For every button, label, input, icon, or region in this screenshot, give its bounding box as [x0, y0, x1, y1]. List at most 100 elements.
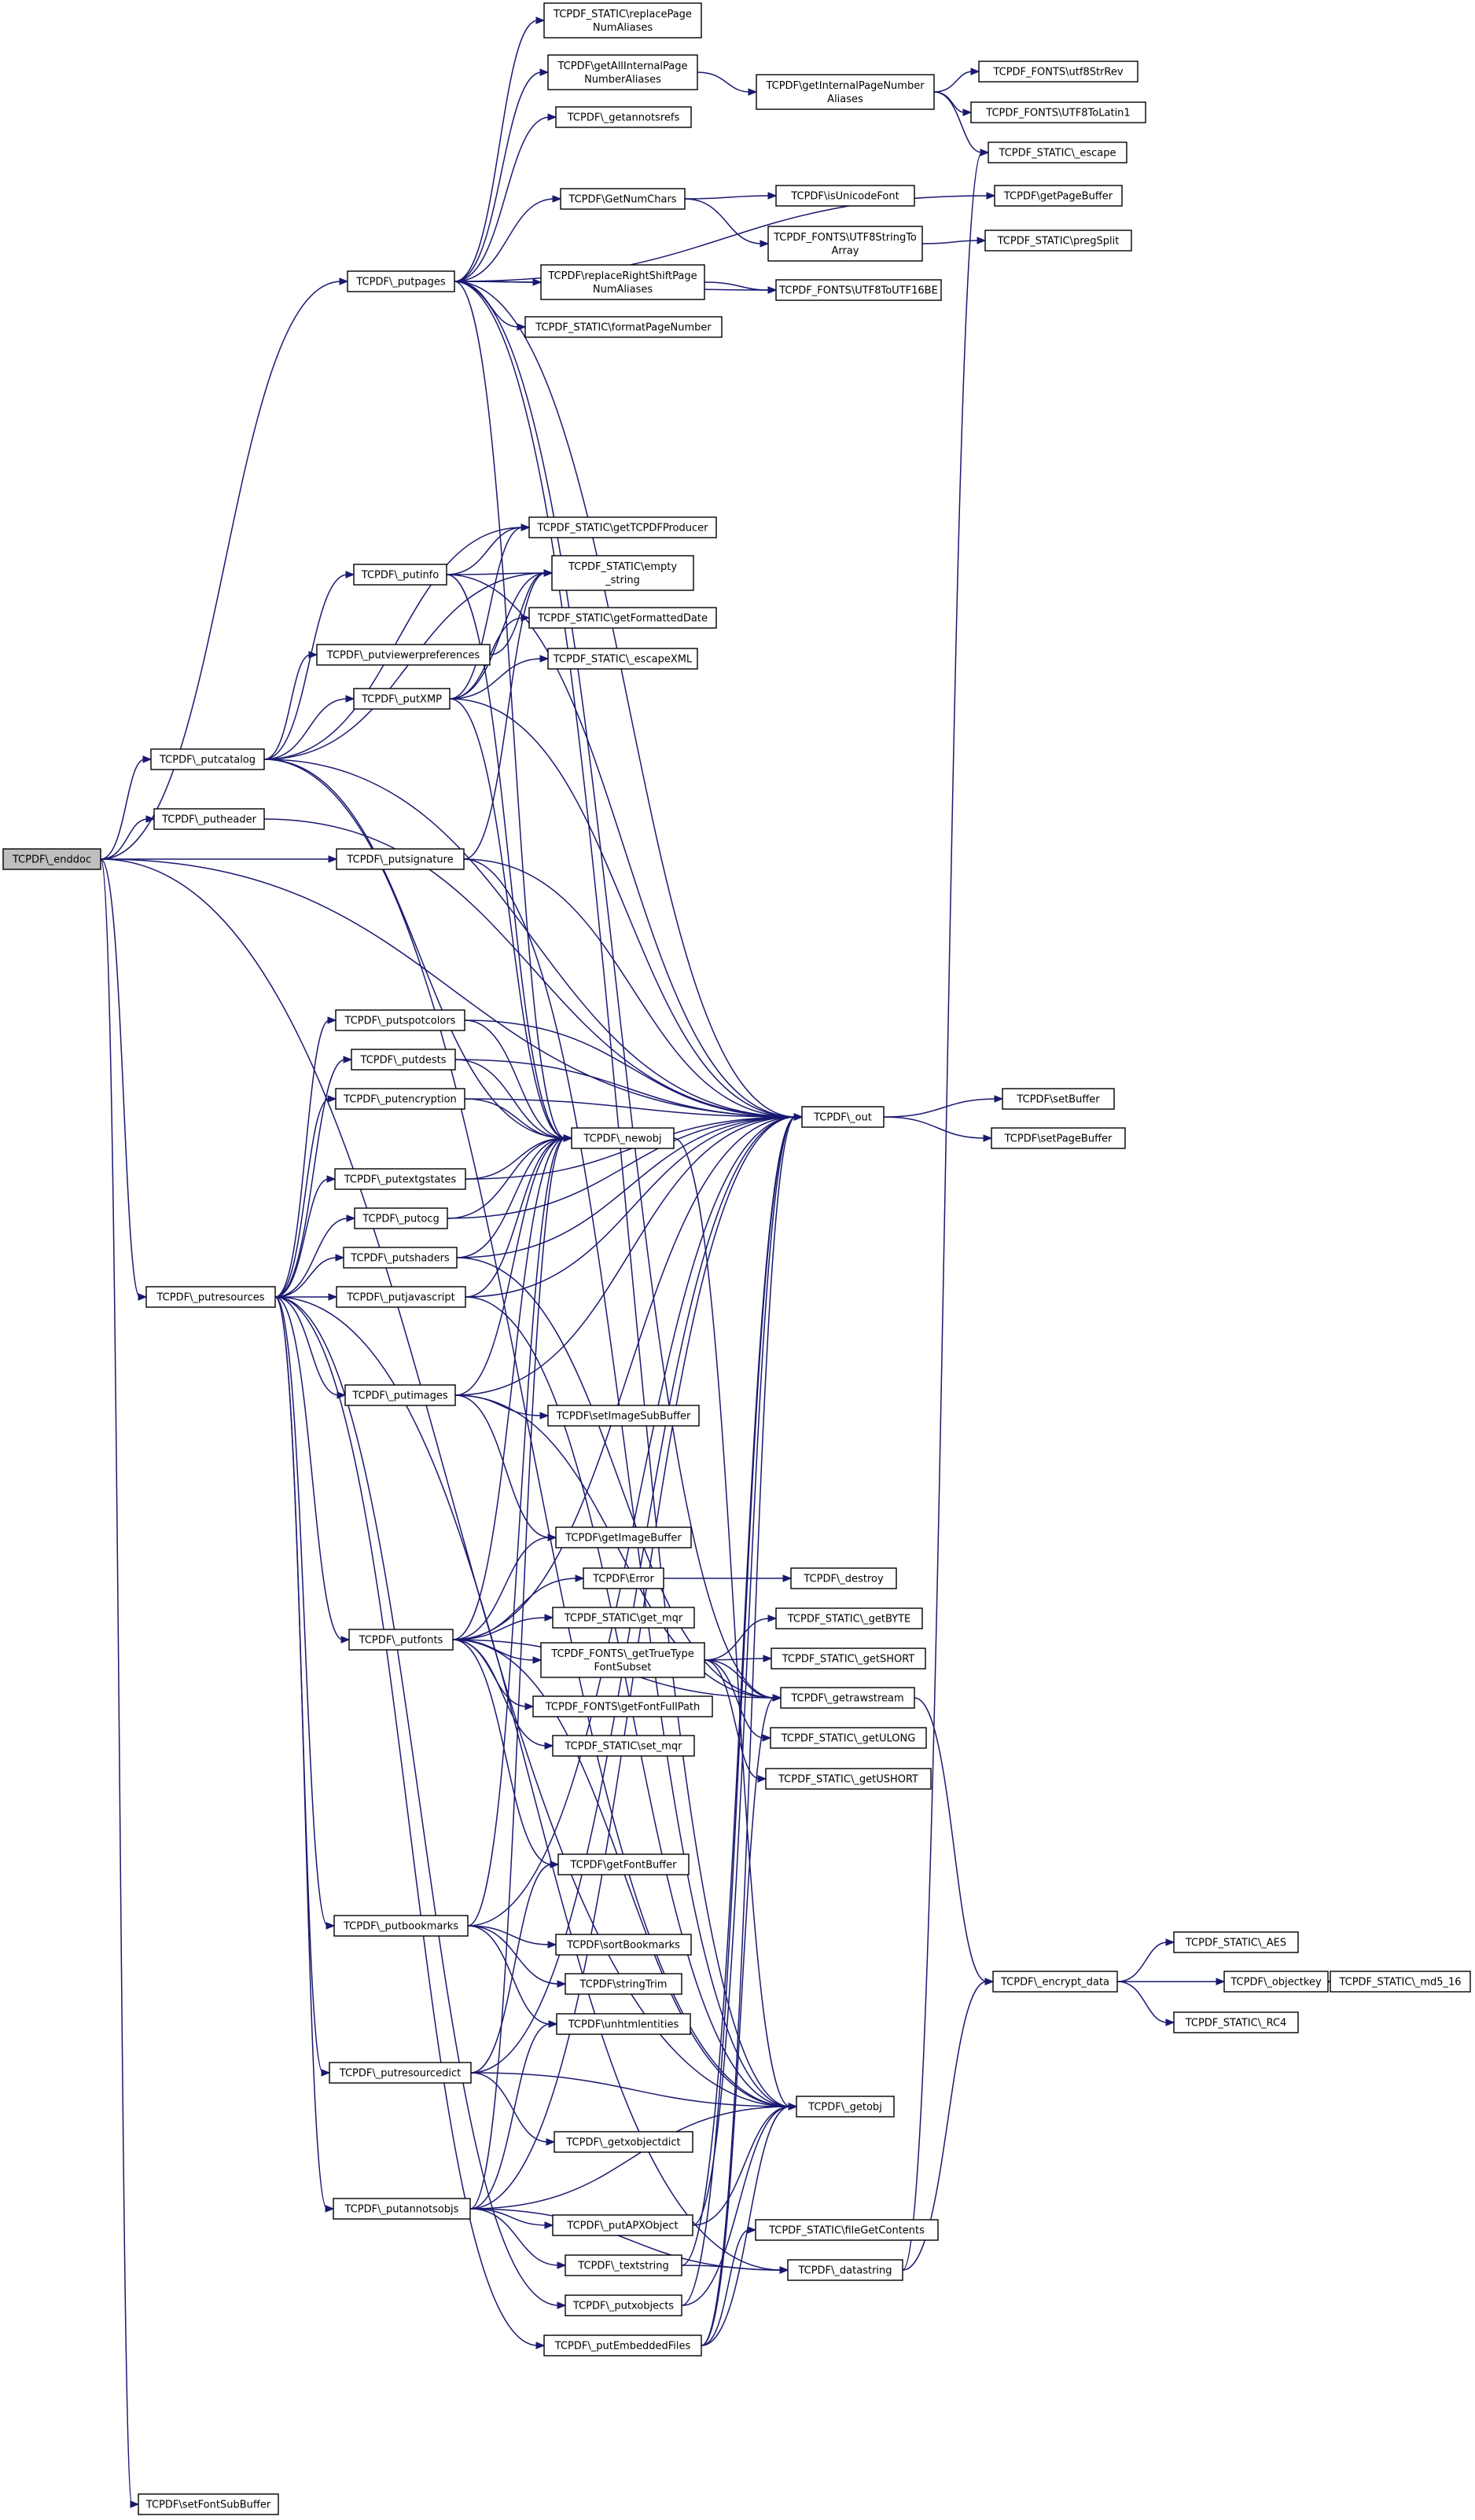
- function-node-putapxobject[interactable]: TCPDF\_putAPXObject: [552, 2214, 693, 2236]
- call-edge: [100, 858, 148, 1301]
- node-label: FontSubset: [594, 1662, 652, 1673]
- function-node-datastring[interactable]: TCPDF\_datastring: [787, 2259, 903, 2281]
- function-node-getfontfullpath[interactable]: TCPDF_FONTS\getFontFullPath: [532, 1695, 713, 1717]
- function-node-unhtmlentities[interactable]: TCPDF\unhtmlentities: [556, 2013, 691, 2035]
- function-node-putspotcolors[interactable]: TCPDF\_putspotcolors: [335, 1009, 465, 1031]
- node-label: TCPDF\_putencryption: [343, 1094, 457, 1106]
- node-label: TCPDF\_putxobjects: [572, 2301, 674, 2312]
- function-node-putresourcedict[interactable]: TCPDF\_putresourcedict: [329, 2062, 472, 2084]
- node-label: TCPDF\_putEmbeddedFiles: [554, 2341, 691, 2353]
- node-label: TCPDF\getAllInternalPage: [557, 61, 687, 72]
- function-node-utf8strrev[interactable]: TCPDF_FONTS\utf8StrRev: [978, 61, 1138, 83]
- node-label: TCPDF\_destroy: [803, 1574, 884, 1585]
- function-node-md5-16[interactable]: TCPDF_STATIC\_md5_16: [1330, 1971, 1471, 1993]
- function-node-putxmp[interactable]: TCPDF\_putXMP: [353, 688, 451, 710]
- function-node-textstring[interactable]: TCPDF\_textstring: [565, 2254, 682, 2276]
- function-node-setimagesubbuffer[interactable]: TCPDF\setImageSubBuffer: [547, 1405, 700, 1427]
- node-label: TCPDF\_enddoc: [12, 854, 91, 866]
- function-node-destroy[interactable]: TCPDF\_destroy: [790, 1567, 897, 1589]
- function-node-stringtrim[interactable]: TCPDF\stringTrim: [565, 1973, 682, 1995]
- function-node-putbookmarks[interactable]: TCPDF\_putbookmarks: [333, 1915, 469, 1937]
- function-node-escape[interactable]: TCPDF_STATIC\_escape: [988, 141, 1127, 163]
- node-label: TCPDF\setImageSubBuffer: [556, 1411, 691, 1423]
- function-node-utf8tolatin1[interactable]: TCPDF_FONTS\UTF8ToLatin1: [970, 101, 1146, 123]
- function-node-putsignature[interactable]: TCPDF\_putsignature: [336, 848, 465, 870]
- function-node-putpages[interactable]: TCPDF\_putpages: [347, 270, 455, 292]
- function-node-getobj[interactable]: TCPDF\_getobj: [796, 2096, 895, 2118]
- call-edge: [1116, 1938, 1175, 1982]
- function-node-setpagebuffer[interactable]: TCPDF\setPageBuffer: [991, 1127, 1126, 1149]
- function-node-isunicodefont[interactable]: TCPDF\isUnicodeFont: [775, 185, 915, 207]
- function-node-newobj[interactable]: TCPDF\_newobj: [571, 1127, 675, 1149]
- function-node-putjavascript[interactable]: TCPDF\_putjavascript: [336, 1286, 466, 1308]
- function-node-putcatalog[interactable]: TCPDF\_putcatalog: [150, 748, 265, 770]
- function-node-enddoc[interactable]: TCPDF\_enddoc: [2, 848, 101, 870]
- function-node-getimagebuffer[interactable]: TCPDF\getImageBuffer: [555, 1526, 692, 1548]
- function-node-empty-string[interactable]: TCPDF_STATIC\empty_string: [551, 555, 694, 591]
- function-node-getshort[interactable]: TCPDF_STATIC\_getSHORT: [771, 1648, 926, 1670]
- function-node-getulong[interactable]: TCPDF_STATIC\_getULONG: [770, 1727, 927, 1749]
- function-node-putencryption[interactable]: TCPDF\_putencryption: [335, 1088, 465, 1110]
- call-edge: [469, 2208, 554, 2229]
- function-node-filegetcontents[interactable]: TCPDF_STATIC\fileGetContents: [755, 2219, 939, 2241]
- function-node-putinfo[interactable]: TCPDF\_putinfo: [353, 564, 447, 586]
- call-edge: [263, 695, 355, 760]
- node-label: TCPDF\_encrypt_data: [1000, 1977, 1109, 1989]
- function-node-setbuffer[interactable]: TCPDF\setBuffer: [1002, 1088, 1115, 1110]
- function-node-get-mqr[interactable]: TCPDF_STATIC\get_mqr: [552, 1607, 695, 1629]
- node-label: TCPDF\_putimages: [351, 1390, 448, 1402]
- function-node-putshaders[interactable]: TCPDF\_putshaders: [343, 1247, 458, 1269]
- function-node-sortbookmarks[interactable]: TCPDF\sortBookmarks: [555, 1934, 692, 1956]
- function-node-putxobjects[interactable]: TCPDF\_putxobjects: [565, 2294, 682, 2316]
- function-node-rc4[interactable]: TCPDF_STATIC\_RC4: [1173, 2011, 1299, 2033]
- function-node-getannotsrefs[interactable]: TCPDF\_getannotsrefs: [555, 106, 692, 128]
- function-node-getpagebuffer[interactable]: TCPDF\getPageBuffer: [994, 185, 1123, 207]
- function-node-set-mqr[interactable]: TCPDF_STATIC\set_mqr: [552, 1735, 695, 1757]
- function-node-formatpagenumber[interactable]: TCPDF_STATIC\formatPageNumber: [524, 316, 723, 338]
- call-edge: [704, 1614, 778, 1661]
- function-node-gettcpdfproducer[interactable]: TCPDF_STATIC\getTCPDFProducer: [528, 516, 717, 538]
- function-node-putfonts[interactable]: TCPDF\_putfonts: [348, 1629, 454, 1651]
- function-node-putviewerpreferences[interactable]: TCPDF\_putviewerpreferences: [316, 644, 491, 666]
- function-node-putembeddedfiles[interactable]: TCPDF\_putEmbeddedFiles: [543, 2334, 702, 2357]
- function-node-getfontbuffer[interactable]: TCPDF\getFontBuffer: [557, 1853, 690, 1875]
- function-node-getxobjectdict[interactable]: TCPDF\_getxobjectdict: [554, 2131, 693, 2153]
- function-node-putimages[interactable]: TCPDF\_putimages: [344, 1384, 456, 1406]
- function-node-utf8toutf16be[interactable]: TCPDF_FONTS\UTF8ToUTF16BE: [775, 279, 942, 301]
- node-label: TCPDF\replaceRightShiftPage: [547, 270, 697, 282]
- function-node-aes[interactable]: TCPDF_STATIC\_AES: [1173, 1931, 1299, 1953]
- function-node-escapexml[interactable]: TCPDF_STATIC\_escapeXML: [547, 648, 698, 670]
- function-node-getnumchars[interactable]: TCPDF\GetNumChars: [560, 188, 686, 210]
- call-edge: [446, 523, 531, 575]
- node-label: TCPDF\_putextgstates: [344, 1174, 457, 1186]
- function-node-putextgstates[interactable]: TCPDF\_putextgstates: [334, 1168, 466, 1190]
- function-node-getbyte[interactable]: TCPDF_STATIC\_getBYTE: [775, 1607, 923, 1629]
- node-label: TCPDF\getFontBuffer: [569, 1860, 677, 1872]
- function-node-getformatteddate[interactable]: TCPDF_STATIC\getFormattedDate: [528, 607, 717, 629]
- function-node-putresources[interactable]: TCPDF\_putresources: [145, 1286, 276, 1308]
- call-edge: [463, 569, 554, 860]
- function-node-getrawstream[interactable]: TCPDF\_getrawstream: [780, 1687, 915, 1709]
- node-label: TCPDF\_textstring: [577, 2261, 668, 2272]
- function-node-setfontsubbuffer[interactable]: TCPDF\setFontSubBuffer: [138, 2493, 279, 2515]
- call-edge: [463, 858, 804, 1121]
- function-node-error[interactable]: TCPDF\Error: [583, 1567, 664, 1589]
- function-node-encrypt-data[interactable]: TCPDF\_encrypt_data: [992, 1971, 1118, 1993]
- function-node-objectkey[interactable]: TCPDF\_objectkey: [1223, 1971, 1329, 1993]
- function-node-getushort[interactable]: TCPDF_STATIC\_getUSHORT: [765, 1768, 932, 1790]
- node-label: TCPDF_STATIC\formatPageNumber: [535, 322, 712, 334]
- function-node-out[interactable]: TCPDF\_out: [801, 1106, 885, 1128]
- function-node-pregsplit[interactable]: TCPDF_STATIC\pregSplit: [984, 230, 1132, 252]
- node-label: NumAliases: [593, 284, 653, 296]
- function-node-putannotsobjs[interactable]: TCPDF\_putannotsobjs: [333, 2198, 471, 2220]
- function-node-putdests[interactable]: TCPDF\_putdests: [351, 1049, 456, 1071]
- function-node-putocg[interactable]: TCPDF\_putocg: [354, 1207, 448, 1229]
- node-label: TCPDF_FONTS\getFontFullPath: [545, 1702, 701, 1714]
- function-node-putheader[interactable]: TCPDF\_putheader: [153, 808, 265, 830]
